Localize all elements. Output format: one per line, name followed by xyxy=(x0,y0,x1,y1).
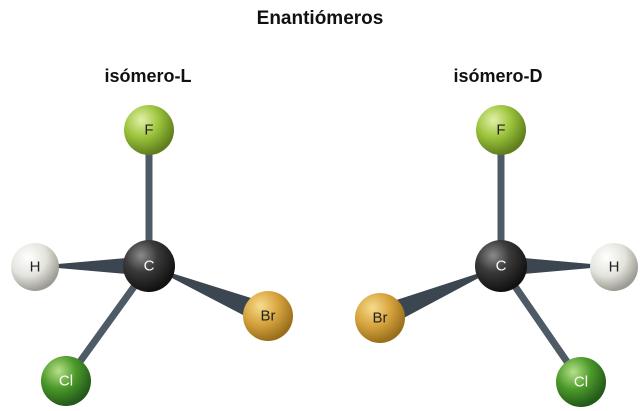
atom-label-f: F xyxy=(496,122,505,139)
atom-label-h: H xyxy=(30,259,41,276)
atom-carbon xyxy=(123,240,175,292)
atom-fluorine xyxy=(124,105,174,155)
atom-label-h: H xyxy=(609,259,620,276)
d-isomer-molecule: F H Br Cl C xyxy=(355,105,638,407)
atom-hydrogen xyxy=(590,243,638,291)
atom-label-c: C xyxy=(496,258,507,275)
atom-label-br: Br xyxy=(261,308,276,325)
atom-chlorine xyxy=(41,356,91,406)
wedge-bond-c-h xyxy=(501,256,614,276)
atom-bromine xyxy=(243,291,293,341)
atom-bromine xyxy=(355,293,405,343)
wedge-bond-c-br xyxy=(149,266,270,326)
atom-label-c: C xyxy=(144,258,155,275)
d-isomer-label: isómero-D xyxy=(453,66,543,86)
atom-label-br: Br xyxy=(373,310,388,327)
l-isomer-molecule: F H Br Cl C xyxy=(11,105,293,406)
atom-label-f: F xyxy=(144,122,153,139)
atom-chlorine xyxy=(556,357,606,407)
atom-label-cl: Cl xyxy=(574,374,588,391)
wedge-bond-c-br xyxy=(378,266,501,328)
l-isomer-label: isómero-L xyxy=(104,66,192,86)
atom-hydrogen xyxy=(11,243,59,291)
atom-fluorine xyxy=(476,105,526,155)
wedge-bond-c-h xyxy=(35,256,149,276)
atom-label-cl: Cl xyxy=(59,373,73,390)
atom-carbon xyxy=(475,240,527,292)
diagram-title: Enantiómeros xyxy=(256,8,384,29)
